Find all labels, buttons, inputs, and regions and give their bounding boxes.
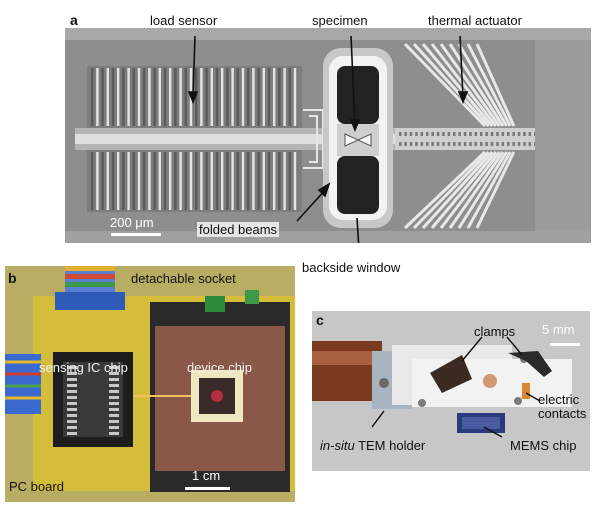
panel-b-letter: b <box>8 270 17 286</box>
ic-socket-pins <box>67 366 119 435</box>
label-tem-holder-italic: in-situ <box>320 438 355 453</box>
label-tem-holder-rest: TEM holder <box>354 438 426 453</box>
panel-c: c clamps 5 mm electric contacts in-situ … <box>312 311 590 471</box>
thermal-actuator-chevrons <box>403 42 516 230</box>
label-specimen: specimen <box>310 13 370 28</box>
label-sensing-ic-chip: sensing IC chip <box>39 360 128 375</box>
panel-a-letter-outer: a <box>70 12 78 28</box>
label-thermal-actuator: thermal actuator <box>426 13 524 28</box>
label-electric: electric <box>538 392 580 407</box>
label-folded-beams: folded beams <box>197 222 280 237</box>
label-scale-5mm: 5 mm <box>542 322 575 337</box>
label-device-chip: device chip <box>187 360 253 375</box>
ribbon-cable <box>65 266 115 294</box>
load-sensor-comb-bottom <box>91 152 297 210</box>
panel-c-letter: c <box>316 312 324 328</box>
label-tem-holder: in-situ TEM holder <box>320 439 425 452</box>
label-detachable-socket: detachable socket <box>131 271 236 286</box>
panel-a-letter: a <box>69 28 77 30</box>
label-contacts: contacts <box>538 406 587 421</box>
label-backside-window: backside window <box>302 260 401 275</box>
label-scale-200um: 200 μm <box>110 215 154 230</box>
sem-micrograph <box>65 28 591 243</box>
panel-b: b detachable socket sensing IC chip devi… <box>5 266 295 502</box>
label-mems-chip: MEMS chip <box>510 438 577 453</box>
label-clamps: clamps <box>474 324 516 339</box>
pcb-photo <box>5 266 295 502</box>
panel-a: a <box>65 28 591 243</box>
label-load-sensor: load sensor <box>148 13 220 28</box>
label-pc-board: PC board <box>9 479 64 494</box>
label-scale-1cm: 1 cm <box>192 468 221 483</box>
tem-holder-photo <box>312 311 590 471</box>
